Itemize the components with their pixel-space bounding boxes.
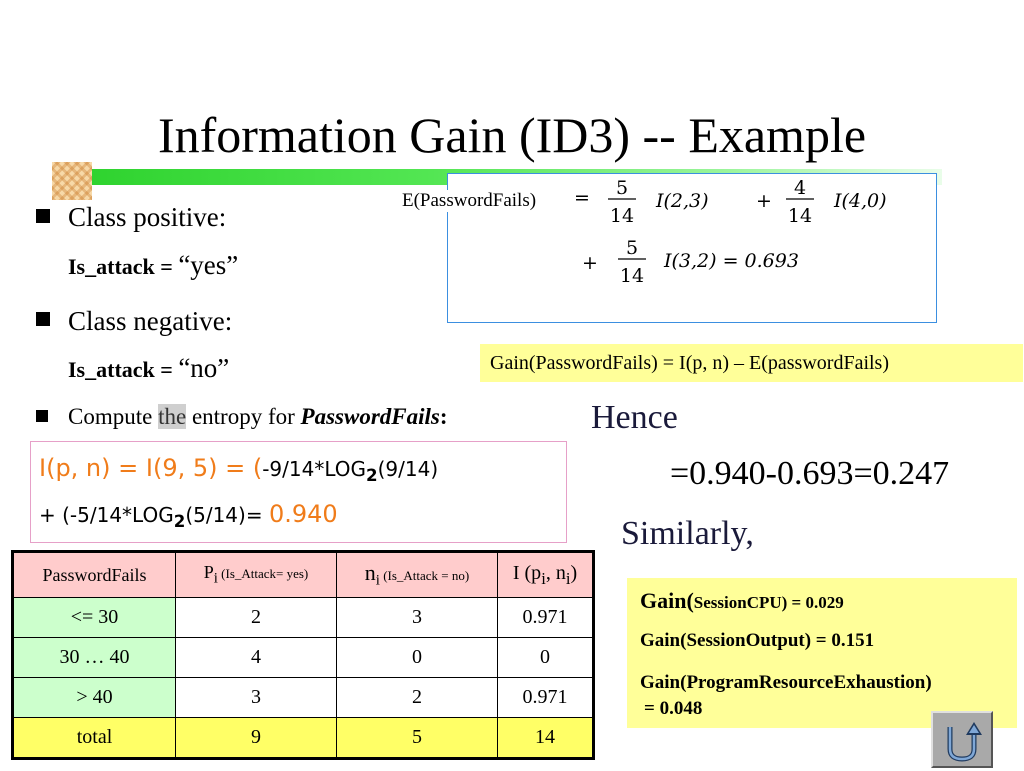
frac3-numerator: 5: [626, 237, 638, 259]
table-cell: 0.971: [497, 597, 594, 638]
i-mid: , n: [545, 561, 566, 584]
other-gains-box: Gain(SessionCPU) = 0.029 Gain(SessionOut…: [627, 578, 1017, 728]
i-sub2: i: [565, 568, 571, 588]
table-row: > 40 3 2 0.971: [12, 677, 594, 718]
frac1-denominator: 14: [610, 205, 634, 227]
u-turn-back-icon: [947, 722, 982, 762]
term3: I(3,2) = 0.693: [663, 250, 799, 272]
table-cell: total: [12, 717, 176, 759]
is-attack-label: Is_attack =: [68, 357, 179, 382]
gain-session-cpu-value: SessionCPU) = 0.029: [693, 593, 844, 612]
table-cell: 3: [336, 597, 498, 638]
no-value: “no”: [178, 353, 230, 383]
table-cell: 0: [497, 637, 594, 678]
col-header-n: ni (Is_Attack = no): [336, 551, 498, 598]
p-note: (Is_Attack= yes): [217, 566, 309, 582]
gain-session-cpu: Gain(SessionCPU) = 0.029: [640, 588, 844, 614]
col-header-passwordfails: PasswordFails: [12, 551, 176, 598]
i-open: I (p: [512, 561, 542, 584]
table-cell: 5: [336, 717, 498, 759]
bullet-marker: [36, 209, 50, 223]
compute-pre: Compute: [68, 404, 159, 429]
log-base: 2: [366, 466, 378, 485]
frac2-numerator: 4: [794, 177, 806, 199]
table-cell: 30 … 40: [12, 637, 176, 678]
equation-formula: = 5 14 I(2,3) + 4 14 I(4,0) + 5 14 I(3,2…: [574, 177, 887, 287]
entropy-calculation-box: I(p, n) = I(9, 5) = (-9/14*LOG2(9/14) + …: [30, 441, 567, 543]
bullet-marker: [36, 312, 50, 326]
class-negative-text: Class negative:: [68, 306, 233, 336]
similarly-text: Similarly,: [621, 515, 754, 552]
class-positive-text: Class positive:: [68, 202, 227, 232]
gain-formula: Gain(PasswordFails) = I(p, n) – E(passwo…: [480, 344, 1023, 382]
plus-sign: +: [582, 252, 598, 274]
table-cell: 2: [175, 597, 337, 638]
gain-prefix: Gain(: [640, 588, 694, 613]
slide-title: Information Gain (ID3) -- Example: [157, 107, 867, 163]
password-fails-table: PasswordFails Pi (Is_Attack= yes) ni (Is…: [11, 550, 595, 760]
term1: I(2,3): [655, 190, 709, 212]
gain-program-resource: Gain(ProgramResourceExhaustion): [640, 672, 932, 693]
table-cell: 2: [336, 677, 498, 718]
compute-entropy-text: Compute the entropy for PasswordFails:: [68, 402, 448, 432]
yes-value: “yes”: [178, 250, 239, 280]
frac2-denominator: 14: [788, 205, 812, 227]
table-cell: <= 30: [12, 597, 176, 638]
table-cell: 3: [175, 677, 337, 718]
compute-colon: :: [439, 404, 448, 429]
table-cell: 4: [175, 637, 337, 678]
equals-sign: =: [574, 187, 590, 209]
table-cell: 0: [336, 637, 498, 678]
frac1-numerator: 5: [616, 177, 628, 199]
compute-target: PasswordFails: [300, 404, 440, 429]
is-attack-yes-line: Is_attack = “yes”: [68, 250, 238, 282]
frac3-denominator: 14: [620, 265, 644, 287]
col-header-p: Pi (Is_Attack= yes): [175, 551, 337, 598]
col-header-i: I (pi, ni): [497, 551, 594, 598]
equation-label: E(PasswordFails): [399, 190, 540, 212]
n-symbol: n: [364, 560, 376, 586]
table-row: <= 30 2 3 0.971: [12, 597, 594, 638]
gain-session-output: Gain(SessionOutput) = 0.151: [640, 630, 875, 651]
entropy-line-1: I(p, n) = I(9, 5) = (-9/14*LOG2(9/14): [39, 454, 438, 485]
entropy-term2-tail: (5/14)=: [185, 503, 269, 527]
gain-program-resource-value: = 0.048: [644, 698, 703, 719]
table-header-row: PasswordFails Pi (Is_Attack= yes) ni (Is…: [12, 551, 594, 598]
p-symbol: P: [203, 562, 214, 583]
table-row: 30 … 40 4 0 0: [12, 637, 594, 678]
gain-result: =0.940-0.693=0.247: [670, 455, 950, 492]
log-base: 2: [173, 512, 186, 531]
table-cell: 0.971: [497, 677, 594, 718]
hence-text: Hence: [591, 399, 678, 436]
is-attack-label: Is_attack =: [68, 254, 179, 279]
n-subscript: i: [375, 572, 380, 589]
entropy-term2: + (-5/14*LOG: [39, 503, 174, 527]
entropy-term1-tail: (9/14): [377, 457, 439, 481]
compute-mid: entropy for: [186, 404, 301, 429]
table-cell: 14: [497, 717, 594, 759]
i-close: ): [570, 561, 578, 584]
table-total-row: total 9 5 14: [12, 717, 594, 759]
entropy-term1: -9/14*LOG: [262, 457, 367, 481]
table-cell: 9: [175, 717, 337, 759]
plus-sign: +: [756, 190, 772, 212]
p-subscript: i: [213, 570, 218, 587]
table-cell: > 40: [12, 677, 176, 718]
entropy-value: 0.940: [268, 500, 338, 528]
n-note: (Is_Attack = no): [379, 568, 470, 584]
is-attack-no-line: Is_attack = “no”: [68, 353, 229, 385]
title-decoration-icon: [52, 162, 92, 200]
i-sub1: i: [541, 568, 546, 588]
term2: I(4,0): [833, 190, 887, 212]
return-button[interactable]: [931, 711, 993, 768]
bullet-marker: [36, 410, 48, 422]
entropy-line-2: + (-5/14*LOG2(5/14)= 0.940: [39, 500, 338, 531]
entropy-lhs: I(p, n) = I(9, 5) = (: [39, 454, 263, 482]
compute-the: the: [158, 404, 187, 429]
